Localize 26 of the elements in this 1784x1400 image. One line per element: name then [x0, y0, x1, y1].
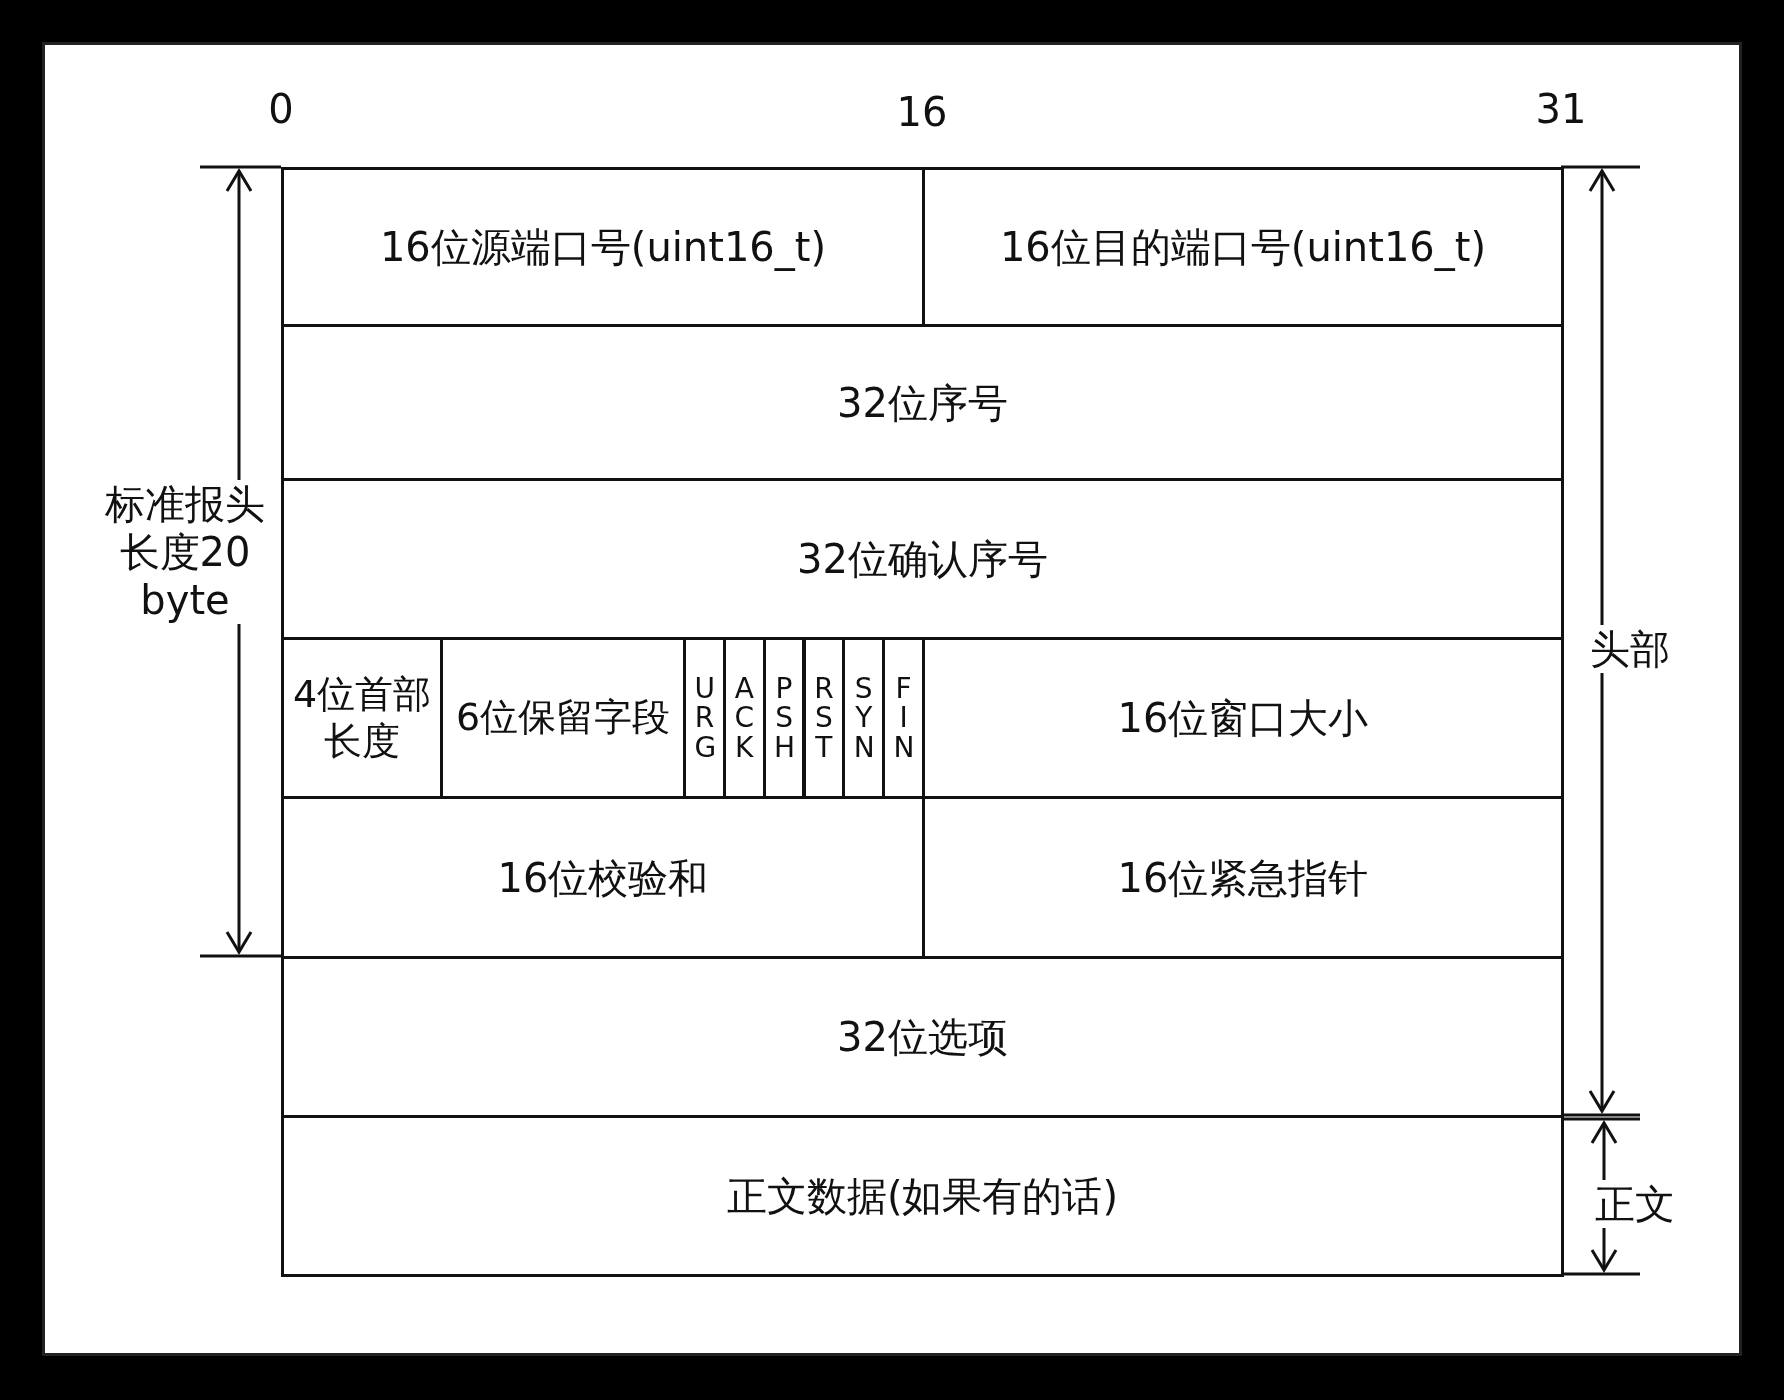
field-text: 16位紧急指针: [1117, 853, 1369, 903]
header-field: [922, 167, 1564, 327]
bit-number: 31: [1534, 85, 1588, 133]
bit-number: 16: [895, 88, 949, 136]
field-text: RST: [813, 673, 834, 763]
header-field: [281, 1115, 1564, 1277]
bit-number: 0: [267, 85, 295, 133]
field-text: 6位保留字段: [455, 694, 671, 742]
field-text: 4位首部长度: [291, 670, 433, 765]
header-field: [281, 324, 1564, 481]
field-text: 32位确认序号: [797, 535, 1048, 584]
field-text: 32位选项: [837, 1013, 1008, 1062]
field-text: SYN: [853, 673, 874, 763]
field-text: 16位窗口大小: [1117, 694, 1369, 743]
field-text: 16位源端口号(uint16_t): [379, 223, 827, 272]
field-text: URG: [694, 673, 715, 763]
header-field: [281, 478, 1564, 640]
field-text: ACK: [734, 673, 755, 763]
header-field: [281, 167, 925, 327]
field-text: 正文数据(如果有的话): [726, 1172, 1119, 1221]
header-field: [281, 956, 1564, 1118]
field-text: 32位序号: [837, 378, 1008, 428]
field-text: 16位校验和: [497, 853, 709, 903]
field-text: FIN: [893, 673, 914, 763]
field-text: 16位目的端口号(uint16_t): [999, 223, 1487, 272]
field-text: PSH: [774, 673, 795, 763]
